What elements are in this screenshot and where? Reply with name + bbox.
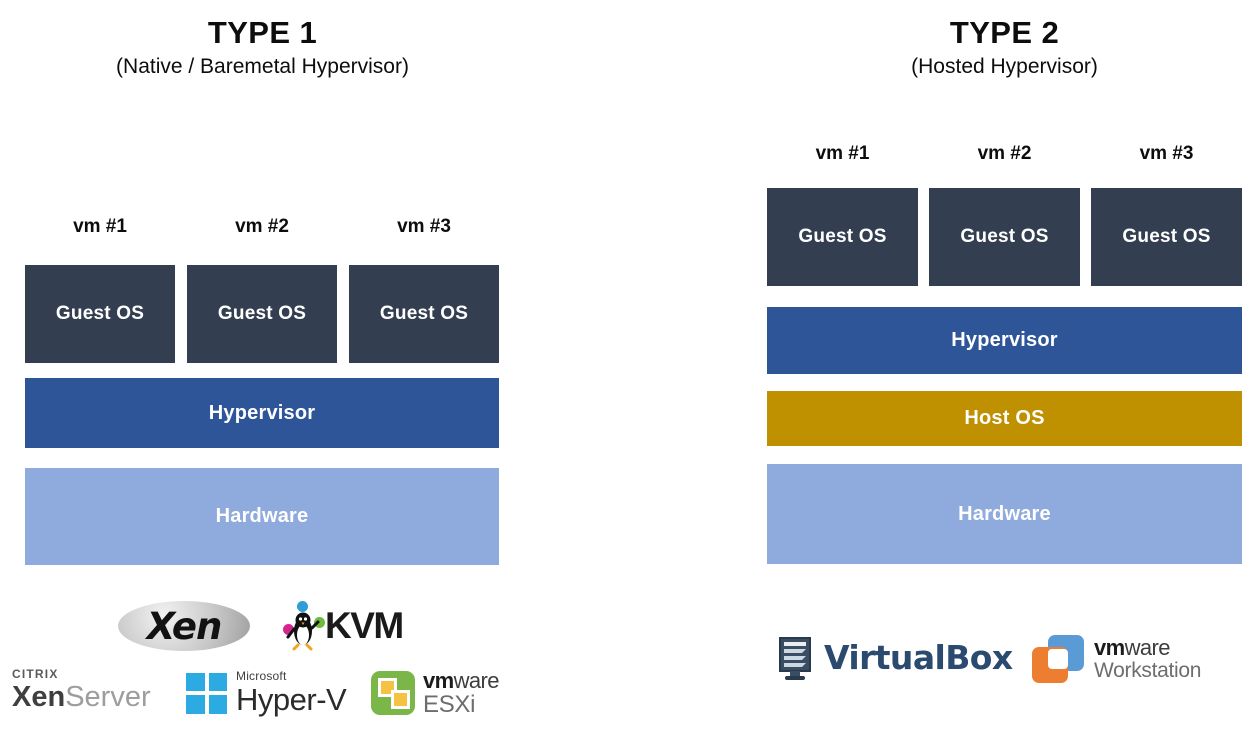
esxi-wordmark: ESXi [423,691,476,718]
vendor-logo-citrix-xenserver: citrix XenServer [12,662,151,718]
vendor-logo-virtualbox: VirtualBox [772,630,1013,684]
type1-subtitle: (Native / Baremetal Hypervisor) [116,55,409,78]
virtualbox-cube-glyph [779,637,811,680]
type2-subtitle: (Hosted Hypervisor) [911,55,1098,78]
workstation-center-cutout [1048,649,1068,669]
vendor-logo-hyper-v: Microsoft Hyper-V [186,668,347,718]
type1-vm-label-3: vm #3 [397,216,451,237]
kvm-wordmark: KVM [325,605,404,646]
vendor-logo-vmware-esxi: vmware ESXi [371,666,500,720]
hyper-v-wordmark: Hyper-V [236,682,347,717]
xenserver-server-text: Server [65,681,151,713]
xenserver-wordmark: XenServer [12,681,151,713]
workstation-wordmark: Workstation [1094,659,1202,682]
type1-hypervisor-layer: Hypervisor [25,378,499,448]
type2-hardware-layer: Hardware [767,464,1242,564]
virtualbox-icon [772,633,818,681]
xenserver-xen-text: Xen [12,681,66,713]
citrix-brandmark: citrix [12,667,59,681]
xen-wordmark: Xen [146,604,223,648]
vmware-vm-text: vm [423,668,454,693]
type1-guest-os-2: Guest OS [187,265,337,363]
vmware-workstation-brandmark: vmware [1094,636,1201,659]
type1-vm-label-1: vm #1 [73,216,127,237]
type1-guest-os-3: Guest OS [349,265,499,363]
kvm-penguin-icon [281,601,327,651]
type2-hypervisor-layer: Hypervisor [767,307,1242,374]
type2-guest-os-1: Guest OS [767,188,918,286]
type2-vm-label-1: vm #1 [815,143,870,164]
type1-title-block: TYPE 1 (Native / Baremetal Hypervisor) [10,14,515,81]
type2-guest-os-2: Guest OS [929,188,1080,286]
type1-title: TYPE 1 [207,15,318,50]
type2-host-os-layer: Host OS [767,391,1242,446]
microsoft-brandmark: Microsoft [236,669,287,683]
microsoft-window-icon [186,672,227,714]
virtualbox-wordmark: VirtualBox [824,637,1013,677]
type2-guest-os-3: Guest OS [1091,188,1242,286]
type2-title-block: TYPE 2 (Hosted Hypervisor) [752,14,1257,81]
vmware-brandmark: vmware [423,668,500,693]
type1-vm-label-2: vm #2 [235,216,289,237]
kvm-penguin-glyph [286,612,320,651]
vendor-logo-kvm: KVM [281,600,404,652]
vmware-workstation-icon [1032,635,1084,683]
xen-logo-mark: Xen [118,601,250,651]
type2-title: TYPE 2 [949,15,1060,50]
vmware-ws-ware-text: ware [1124,635,1171,660]
xen-ellipse-icon [118,601,250,651]
type2-vm-label-2: vm #2 [977,143,1032,164]
type2-vm-label-3: vm #3 [1139,143,1194,164]
type1-guest-os-1: Guest OS [25,265,175,363]
type1-hardware-layer: Hardware [25,468,499,565]
vmware-esxi-icon [371,671,415,715]
vendor-logo-xen: Xen [118,600,258,652]
vmware-ware-text: ware [453,668,500,693]
vmware-ws-vm-text: vm [1094,635,1125,660]
vendor-logo-vmware-workstation: vmware Workstation [1032,632,1201,686]
